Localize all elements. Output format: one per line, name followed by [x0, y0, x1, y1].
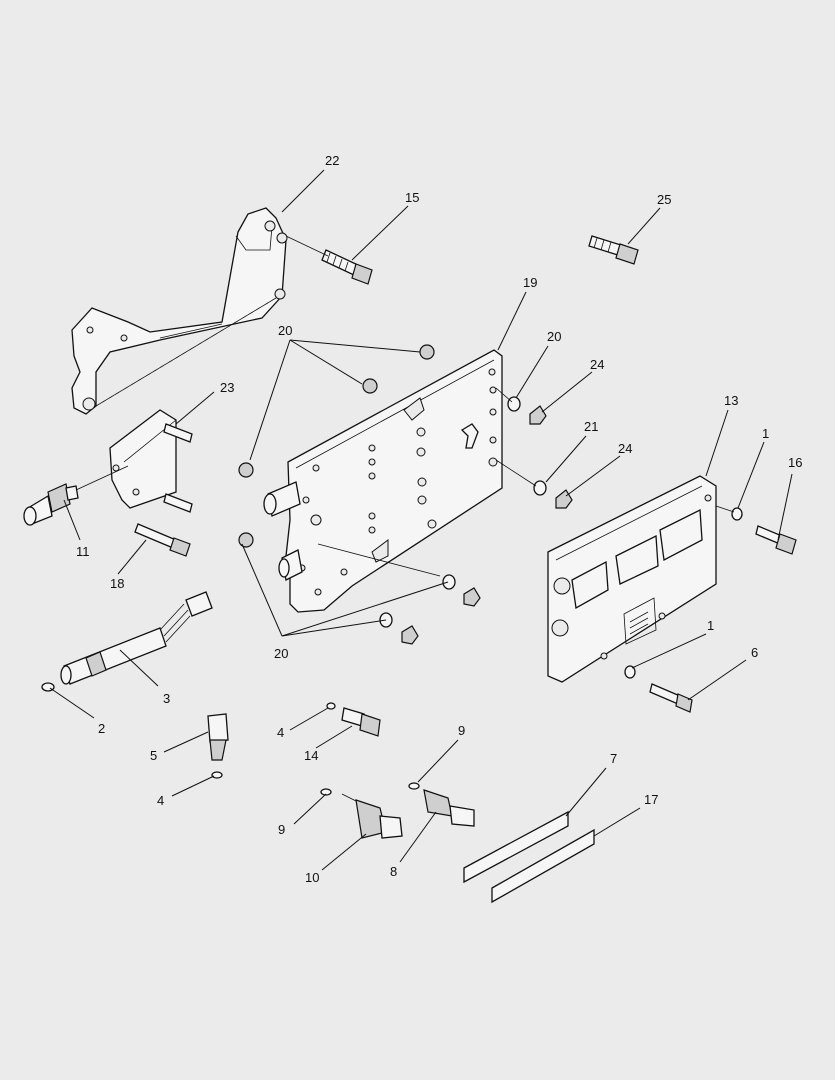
callout-9-left: 9 — [278, 822, 285, 837]
bolt-part-25 — [588, 235, 639, 265]
callout-4-lower: 4 — [157, 793, 164, 808]
callout-4-upper: 4 — [277, 725, 284, 740]
callout-18: 18 — [110, 576, 124, 591]
callout-labels: 22 15 25 19 20 20 24 23 21 24 13 1 16 11… — [76, 153, 802, 885]
sensor-bracket-part-23 — [109, 409, 193, 513]
callout-20-right: 20 — [547, 329, 561, 344]
mounting-plate-part-19 — [263, 349, 503, 613]
callout-16: 16 — [788, 455, 802, 470]
callout-10: 10 — [305, 870, 319, 885]
callout-8: 8 — [390, 864, 397, 879]
bolt-part-15 — [321, 249, 373, 285]
leader-lines — [49, 169, 793, 871]
callout-23: 23 — [220, 380, 234, 395]
bracket-part-22 — [71, 207, 288, 415]
callout-13: 13 — [724, 393, 738, 408]
sensor-part-10 — [320, 788, 403, 839]
callout-5: 5 — [150, 748, 157, 763]
sensor-part-14 — [326, 702, 381, 737]
callout-15: 15 — [405, 190, 419, 205]
callout-17: 17 — [644, 792, 658, 807]
callout-22: 22 — [325, 153, 339, 168]
decal-parts-7-17 — [463, 810, 595, 904]
callout-9-right: 9 — [458, 723, 465, 738]
bolt-part-18 — [134, 523, 191, 557]
sensor-part-3 — [41, 591, 213, 692]
callout-25: 25 — [657, 192, 671, 207]
callout-2: 2 — [98, 721, 105, 736]
sensor-part-8 — [408, 782, 475, 827]
callout-6: 6 — [751, 645, 758, 660]
spacer-parts-20 — [238, 344, 435, 548]
callout-1-bottom: 1 — [707, 618, 714, 633]
callout-24-top: 24 — [590, 357, 604, 372]
callout-24-lower: 24 — [618, 441, 632, 456]
callout-7: 7 — [610, 751, 617, 766]
callout-20-top: 20 — [278, 323, 292, 338]
callout-1-top: 1 — [762, 426, 769, 441]
control-module-part-13 — [547, 475, 717, 683]
sensor-part-5 — [207, 713, 229, 779]
module-fasteners — [624, 507, 797, 713]
callout-14: 14 — [304, 748, 318, 763]
sensor-part-11 — [23, 483, 79, 526]
callout-21: 21 — [584, 419, 598, 434]
callout-20-bottom: 20 — [274, 646, 288, 661]
callout-19: 19 — [523, 275, 537, 290]
callout-3: 3 — [163, 691, 170, 706]
callout-11: 11 — [76, 544, 90, 559]
